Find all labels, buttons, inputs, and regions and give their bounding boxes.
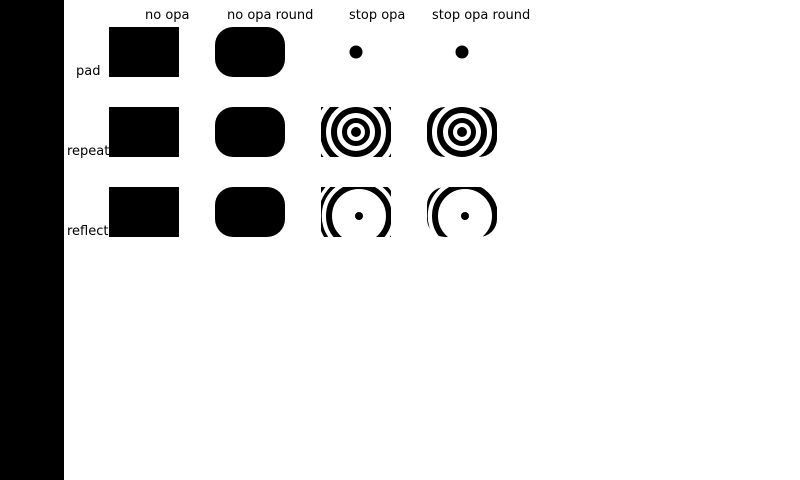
- left-sidebar-bar: [0, 0, 64, 480]
- cell-pad-stop-opa-round: [427, 27, 497, 77]
- column-label-stop-opa-round: stop opa round: [432, 8, 531, 23]
- cell-repeat-stop-opa: [321, 107, 391, 157]
- column-label-no-opa-round: no opa round: [227, 8, 314, 23]
- row-label-repeat: repeat: [67, 144, 110, 159]
- cell-reflect-stop-opa: [321, 187, 391, 237]
- column-label-no-opa: no opa: [145, 8, 190, 23]
- cell-reflect-no-opa: [109, 187, 179, 237]
- cell-pad-no-opa: [109, 27, 179, 77]
- row-label-pad: pad: [76, 64, 101, 79]
- row-label-reflect: reflect: [67, 224, 109, 239]
- cell-pad-stop-opa: [321, 27, 391, 77]
- cell-repeat-no-opa: [109, 107, 179, 157]
- cell-reflect-stop-opa-round: [427, 187, 497, 237]
- cell-reflect-no-opa-round: [215, 187, 285, 237]
- cell-pad-no-opa-round: [215, 27, 285, 77]
- column-label-stop-opa: stop opa: [349, 8, 406, 23]
- cell-repeat-stop-opa-round: [427, 107, 497, 157]
- cell-repeat-no-opa-round: [215, 107, 285, 157]
